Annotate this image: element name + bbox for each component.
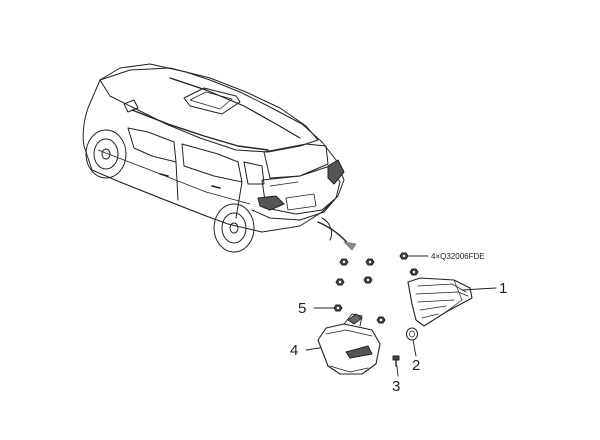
callout-1: 1 xyxy=(499,280,507,297)
nut-icon xyxy=(363,276,373,284)
rear-window xyxy=(263,143,329,179)
leader-line-2 xyxy=(412,339,417,357)
wheel-rear-right xyxy=(321,217,333,241)
side-window-rear xyxy=(181,143,243,183)
callout-5: 5 xyxy=(298,300,306,317)
nut-icon xyxy=(365,258,375,266)
vehicle-illustration xyxy=(82,63,345,253)
vehicle-body-outline xyxy=(82,63,345,233)
leader-line-1 xyxy=(461,287,497,291)
fastener-spec-label: 4×Q32006FDE xyxy=(431,252,485,261)
vehicle-sunroof xyxy=(183,87,241,115)
callout-3: 3 xyxy=(392,378,400,395)
vehicle-roof xyxy=(99,67,319,153)
nut-icon xyxy=(339,258,349,266)
license-plate-area xyxy=(285,193,317,211)
clip-nut-part-5 xyxy=(333,304,343,312)
rocker-line xyxy=(119,181,207,217)
side-mirror xyxy=(123,99,139,113)
leader-line-3 xyxy=(396,365,399,377)
spec-nut-icon xyxy=(399,252,409,260)
fastener-nuts xyxy=(335,252,419,324)
rear-bumper xyxy=(251,197,337,221)
bolt-part-3 xyxy=(392,355,400,367)
wheel-front xyxy=(85,129,127,179)
roof-rail-rear xyxy=(169,77,301,139)
quarter-window xyxy=(243,161,265,185)
vehicle-taillight-left xyxy=(257,195,285,211)
door-handle-rear xyxy=(211,185,221,189)
lamp-4-lens xyxy=(345,345,373,359)
tail-lamp-part-1 xyxy=(407,277,473,327)
vehicle-taillight-right xyxy=(327,159,345,185)
roof-rail xyxy=(131,109,269,151)
nut-icon xyxy=(376,316,386,324)
tailgate-handle xyxy=(269,181,299,187)
body-crease xyxy=(97,149,251,205)
callout-4: 4 xyxy=(290,342,298,359)
side-window-front xyxy=(127,127,177,163)
sunroof-inner xyxy=(189,91,233,110)
tail-lamp-part-4 xyxy=(317,313,381,375)
grommet-part-2 xyxy=(406,327,418,341)
pointer-arrow xyxy=(317,221,357,251)
door-line-rear xyxy=(235,181,243,219)
leader-line-4 xyxy=(305,347,321,351)
callout-2: 2 xyxy=(412,357,420,374)
nut-icon xyxy=(409,268,419,276)
wheel-rear xyxy=(213,203,255,253)
nut-icon xyxy=(335,278,345,286)
